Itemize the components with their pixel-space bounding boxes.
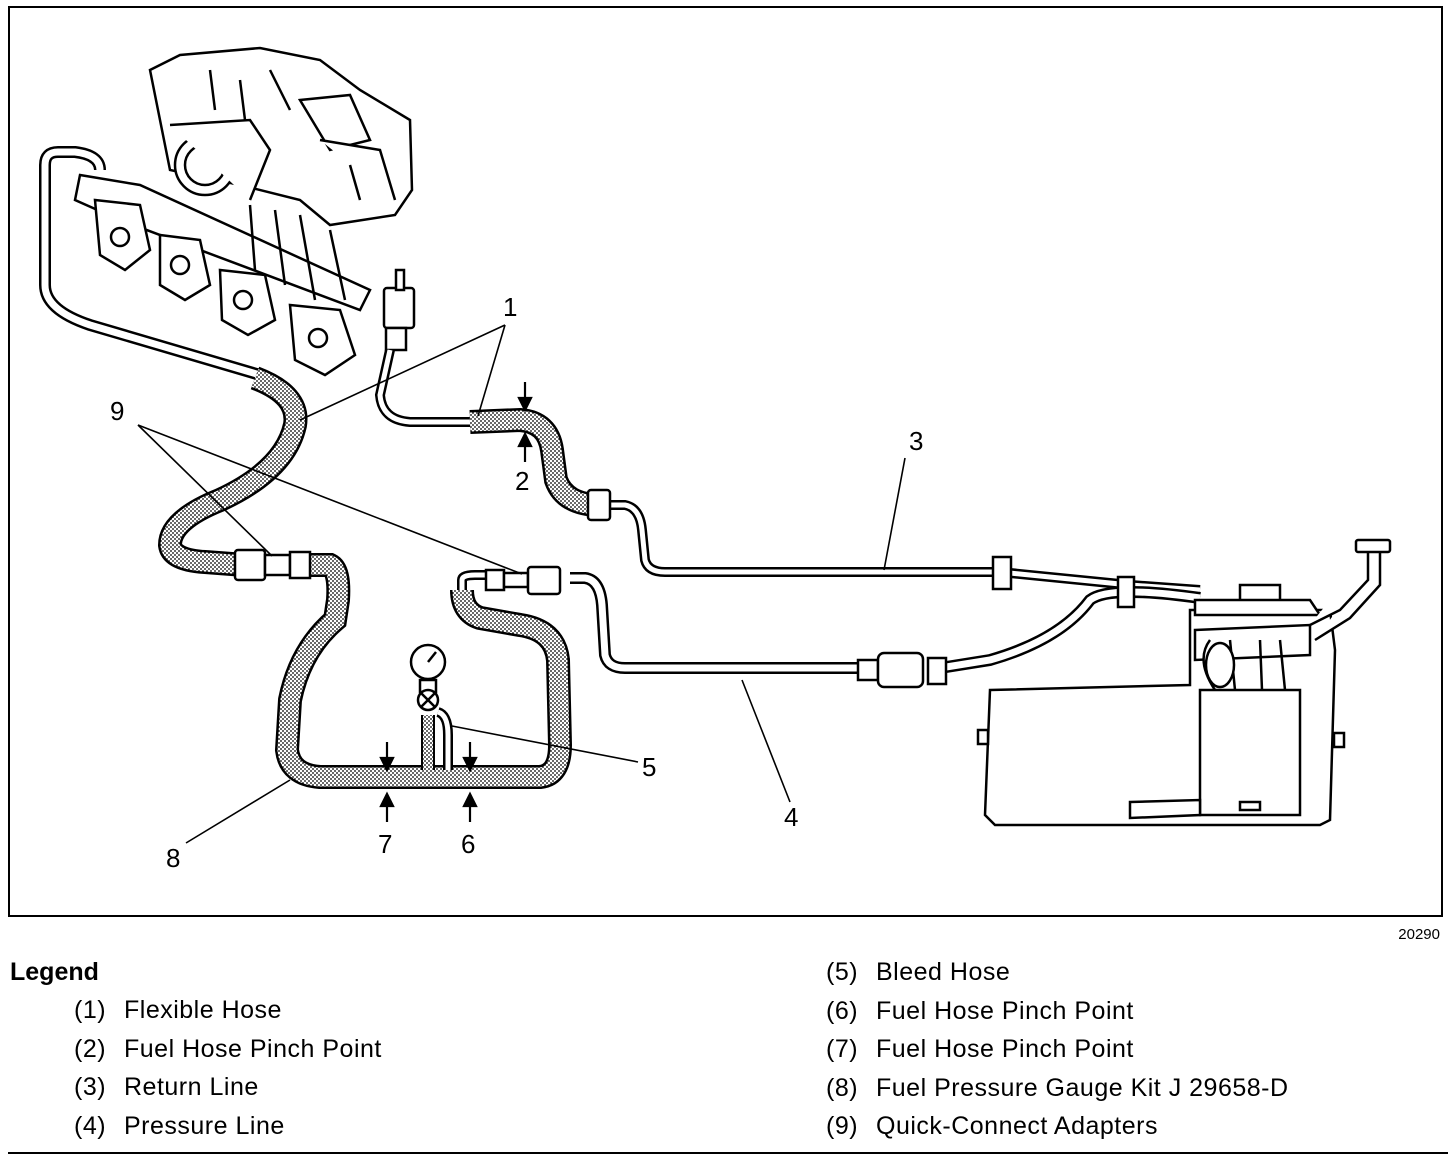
callout-1: 1 bbox=[503, 292, 517, 322]
callout-2: 2 bbox=[515, 466, 529, 496]
legend-label: Quick-Connect Adapters bbox=[876, 1112, 1158, 1140]
legend-number: (5) bbox=[826, 958, 859, 986]
callout-8: 8 bbox=[166, 843, 180, 873]
legend-item: (7) Fuel Hose Pinch Point bbox=[826, 1035, 1289, 1074]
legend-number: (7) bbox=[826, 1035, 859, 1063]
legend-label: Fuel Hose Pinch Point bbox=[124, 1034, 382, 1063]
engine-assembly bbox=[73, 46, 416, 377]
bottom-rule bbox=[8, 1152, 1448, 1154]
legend-item: (4) Pressure Line bbox=[74, 1112, 382, 1151]
legend-item: (1) Flexible Hose bbox=[74, 996, 382, 1035]
legend-right-column: (5) Bleed Hose (6) Fuel Hose Pinch Point… bbox=[826, 958, 1289, 1151]
legend-number: (6) bbox=[826, 996, 859, 1025]
callout-4: 4 bbox=[784, 802, 798, 832]
legend-item: (9) Quick-Connect Adapters bbox=[826, 1112, 1289, 1151]
legend-label: Fuel Pressure Gauge Kit J 29658-D bbox=[876, 1073, 1289, 1102]
callout-5: 5 bbox=[642, 752, 656, 782]
legend-number: (9) bbox=[826, 1112, 859, 1140]
legend-left-column: (1) Flexible Hose (2) Fuel Hose Pinch Po… bbox=[74, 996, 382, 1150]
hose-lines bbox=[39, 146, 1201, 789]
callout-labels: 1 2 3 4 5 6 7 8 9 bbox=[110, 292, 923, 873]
legend-number: (3) bbox=[74, 1073, 107, 1101]
legend-number: (2) bbox=[74, 1034, 107, 1063]
pinch-arrows bbox=[379, 382, 533, 822]
legend-item: (6) Fuel Hose Pinch Point bbox=[826, 997, 1289, 1036]
legend-label: Bleed Hose bbox=[876, 958, 1011, 986]
callout-7: 7 bbox=[378, 829, 392, 859]
figure-id: 20290 bbox=[1398, 926, 1440, 943]
callout-6: 6 bbox=[461, 829, 475, 859]
legend-number: (1) bbox=[74, 996, 107, 1024]
legend-number: (8) bbox=[826, 1073, 859, 1102]
legend-title: Legend bbox=[10, 958, 99, 986]
leader-lines bbox=[137, 324, 906, 844]
legend-label: Fuel Hose Pinch Point bbox=[876, 996, 1134, 1025]
legend-item: (5) Bleed Hose bbox=[826, 958, 1289, 997]
legend-label: Fuel Hose Pinch Point bbox=[876, 1035, 1134, 1063]
legend-label: Pressure Line bbox=[124, 1111, 285, 1140]
diagram-frame bbox=[8, 6, 1443, 917]
legend-item: (8) Fuel Pressure Gauge Kit J 29658-D bbox=[826, 1074, 1289, 1113]
legend-number: (4) bbox=[74, 1111, 107, 1140]
quick-connect-adapters bbox=[233, 488, 1136, 609]
inline-fuel-filter bbox=[856, 651, 948, 689]
legend-item: (3) Return Line bbox=[74, 1073, 382, 1112]
pressure-gauge bbox=[409, 643, 447, 712]
legend-item: (2) Fuel Hose Pinch Point bbox=[74, 1035, 382, 1074]
callout-3: 3 bbox=[909, 426, 923, 456]
legend-label: Return Line bbox=[124, 1073, 259, 1101]
fuel-tank bbox=[976, 538, 1392, 827]
callout-9: 9 bbox=[110, 396, 124, 426]
legend-label: Flexible Hose bbox=[124, 996, 282, 1024]
fuel-system-diagram: 1 2 3 4 5 6 7 8 9 bbox=[39, 46, 1392, 873]
